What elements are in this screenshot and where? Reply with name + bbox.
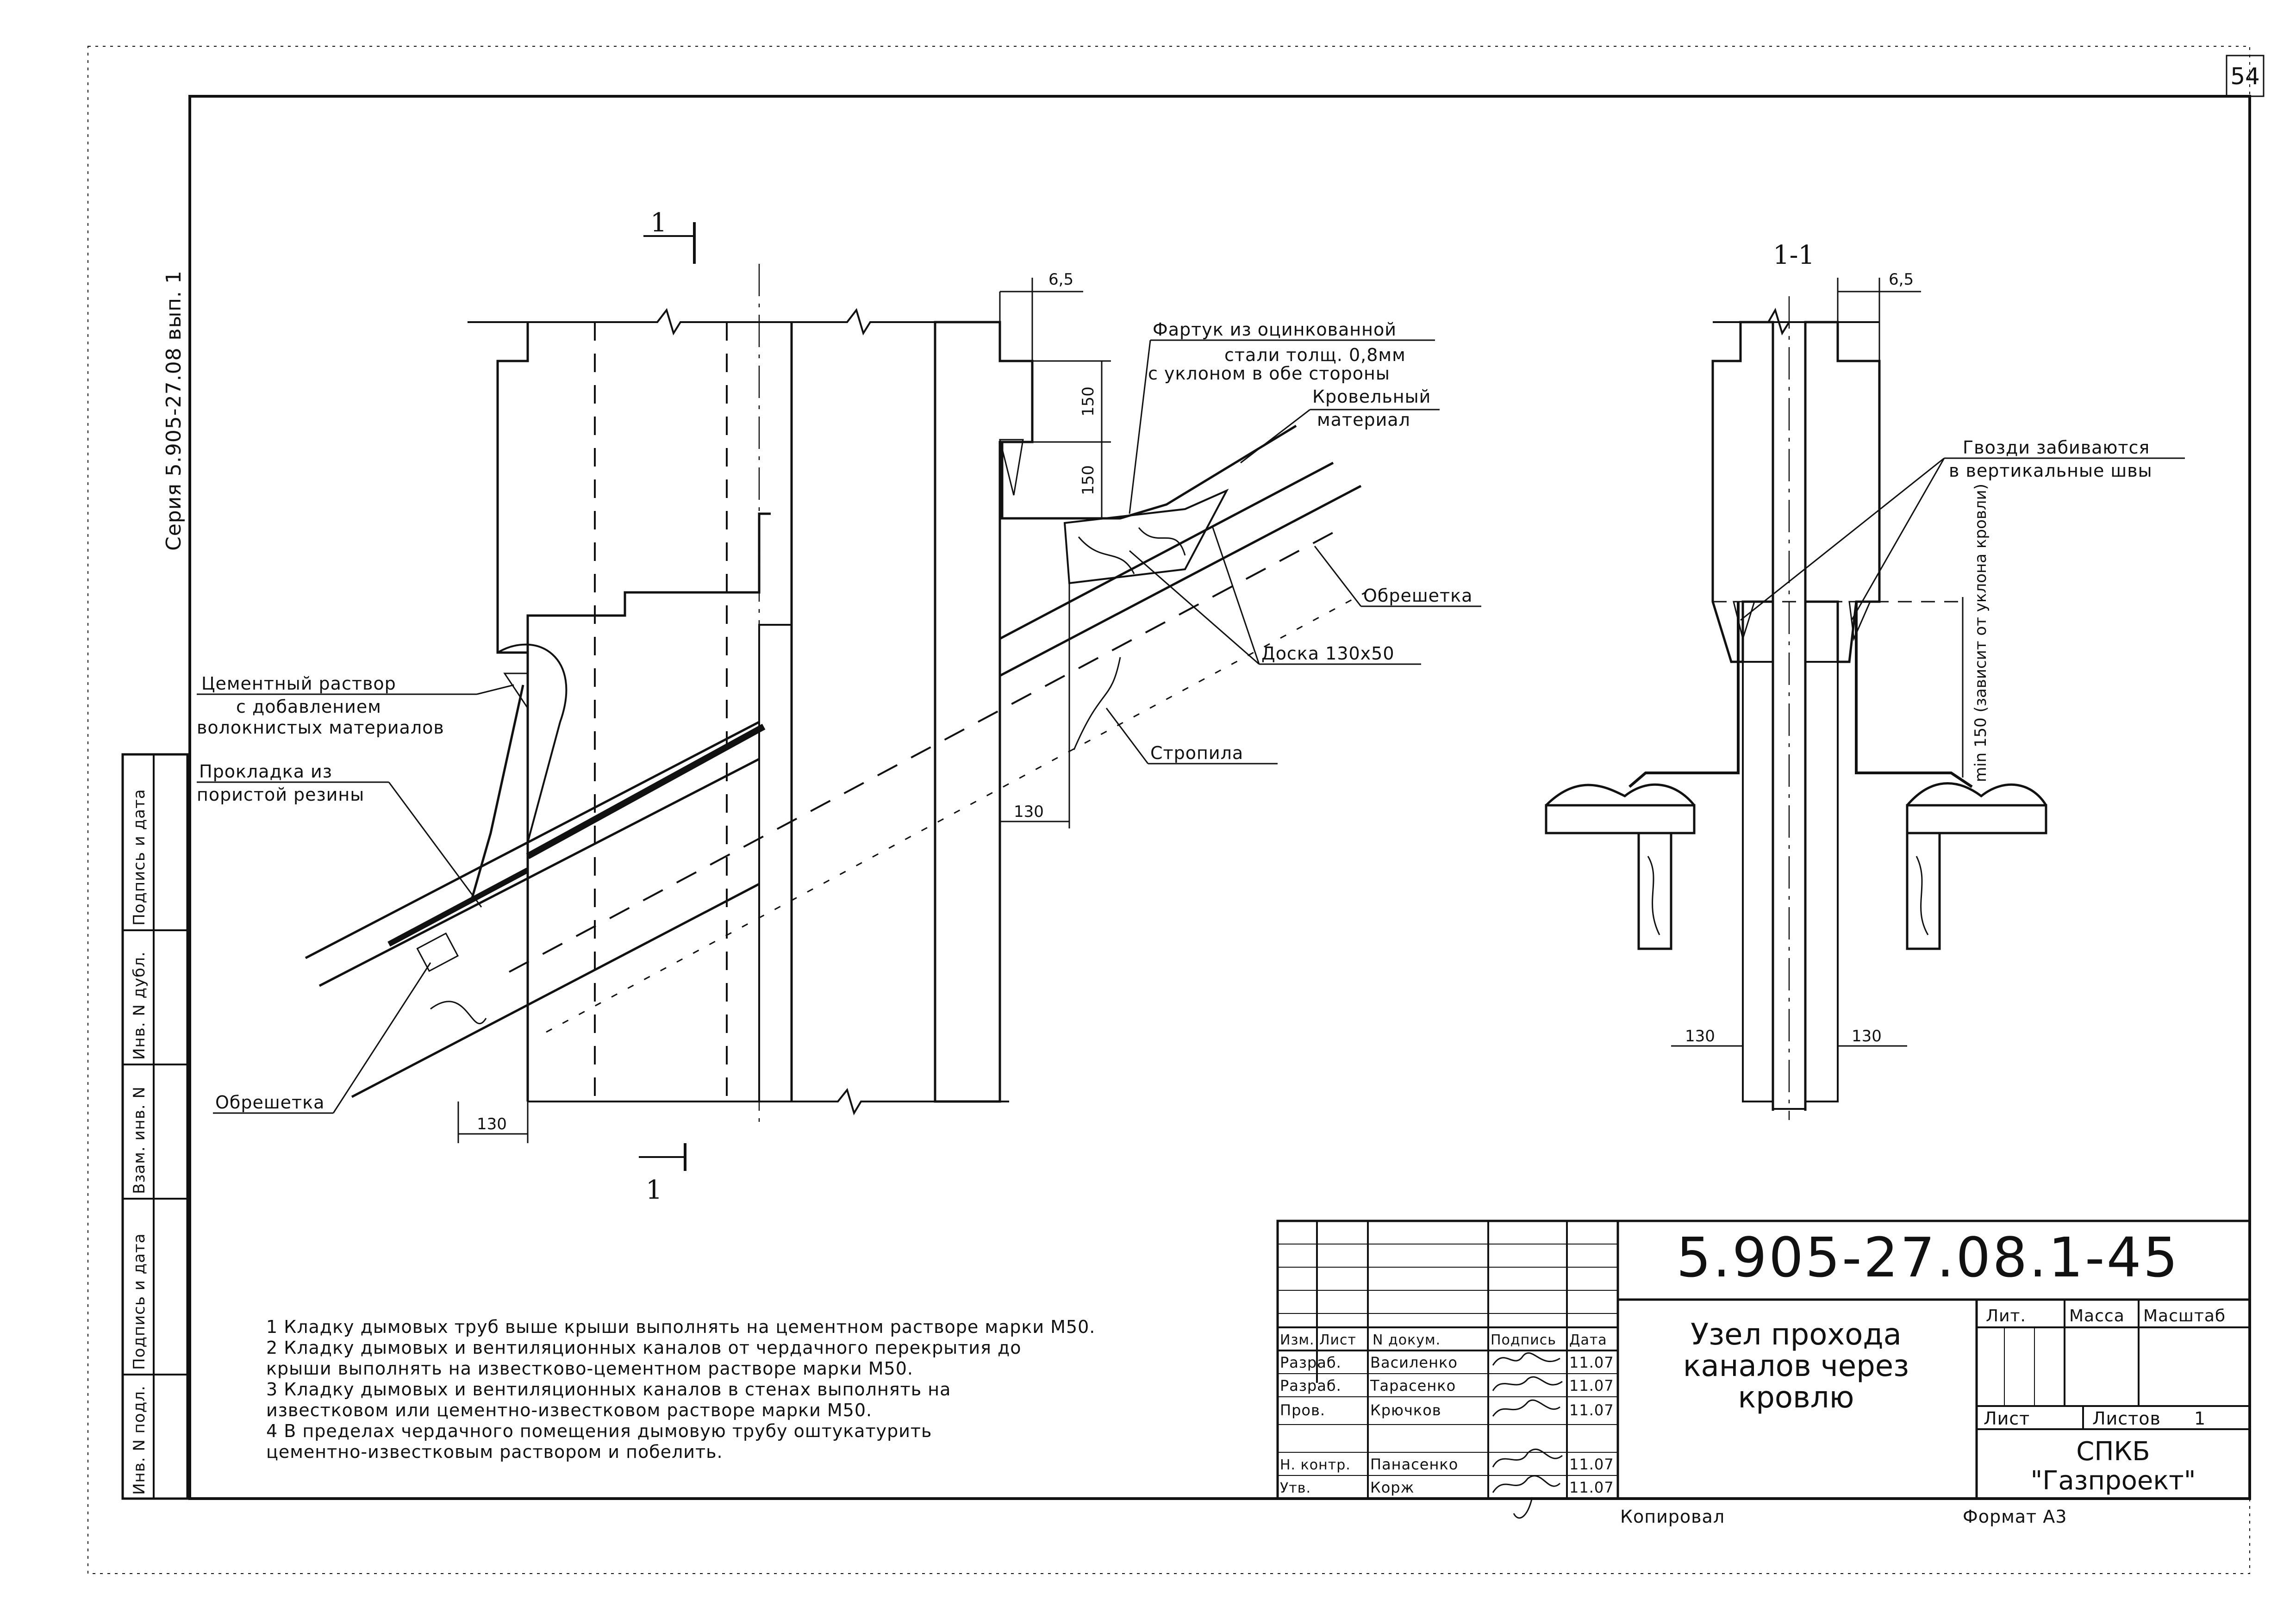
callout-gasket-2: пористой резины xyxy=(197,784,364,805)
section-marker-top: 1 xyxy=(650,208,667,238)
dim-min-height: min 150 (зависит от уклона кровли) xyxy=(1972,484,1990,782)
side-stamp: Подпись и дата Инв. N дубл. Взам. инв. N… xyxy=(121,753,189,1500)
tb-title-line3: кровлю xyxy=(1738,1381,1854,1415)
section-view-1-1: 1-1 6,5 min 150 (завис xyxy=(1545,240,2185,1120)
callout-nails-2: в вертикальные швы xyxy=(1949,461,2152,481)
callout-mortar-1: Цементный раствор xyxy=(201,673,396,694)
tb-row5-name: Корж xyxy=(1370,1479,1414,1496)
dim-offset-right: 130 xyxy=(1014,803,1044,821)
tb-scale-label: Масштаб xyxy=(2143,1307,2226,1326)
tb-header-date: Дата xyxy=(1569,1332,1607,1348)
dim-gap-right: 6,5 xyxy=(1889,270,1914,289)
tb-row3-role: Пров. xyxy=(1280,1401,1325,1419)
tb-row4-date: 11.07 xyxy=(1569,1456,1614,1473)
tb-header-change: Изм. xyxy=(1280,1332,1315,1348)
stamp-replace-inv: Взам. инв. N xyxy=(130,1086,149,1194)
tb-row2-name: Тарасенко xyxy=(1370,1377,1456,1394)
callout-roofing-1: Кровельный xyxy=(1312,386,1431,407)
tb-row4-role: Н. контр. xyxy=(1280,1457,1351,1473)
tb-row1-name: Василенко xyxy=(1370,1354,1458,1371)
section-view-title: 1-1 xyxy=(1773,240,1815,270)
drawing-frame xyxy=(188,95,2251,1500)
notes-block: 1 Кладку дымовых труб выше крыши выполня… xyxy=(266,1317,1095,1462)
note-line-1: 1 Кладку дымовых труб выше крыши выполня… xyxy=(266,1317,1095,1337)
tb-header-signature: Подпись xyxy=(1491,1332,1556,1348)
format-label: Формат А3 xyxy=(1963,1506,2067,1527)
tb-row3-date: 11.07 xyxy=(1569,1401,1614,1419)
tb-header-doc: N докум. xyxy=(1373,1332,1441,1348)
callout-mortar-3: волокнистых материалов xyxy=(197,717,444,738)
main-section-view: 1 1 6,5 150 150 130 130 Фартук из оцинко… xyxy=(197,208,1481,1205)
dim-lower: 150 xyxy=(1079,465,1098,495)
dim-gap-left: 6,5 xyxy=(1048,270,1073,289)
tb-row3-name: Крючков xyxy=(1370,1401,1441,1419)
stamp-signature-date-1: Подпись и дата xyxy=(130,789,149,926)
note-line-7: цементно-известковым раствором и побелит… xyxy=(266,1442,723,1462)
page-number: 54 xyxy=(2230,63,2260,90)
dim-offset-section-right: 130 xyxy=(1852,1027,1882,1045)
callout-nails-1: Гвозди забиваются xyxy=(1963,437,2150,458)
tb-header-sheet: Лист xyxy=(1319,1332,1356,1348)
tb-lit-label: Лит. xyxy=(1986,1307,2026,1326)
tb-row1-role: Разраб. xyxy=(1280,1354,1341,1371)
note-line-2: 2 Кладку дымовых и вентиляционных канало… xyxy=(266,1338,1022,1358)
dim-offset-section-left: 130 xyxy=(1685,1027,1715,1045)
series-label: Серия 5.905-27.08 вып. 1 xyxy=(162,270,186,551)
section-marker-bottom: 1 xyxy=(646,1175,662,1205)
callout-apron-3: с уклоном в обе стороны xyxy=(1148,363,1390,384)
callout-battens-left: Обрешетка xyxy=(215,1092,324,1113)
tb-mass-label: Масса xyxy=(2069,1307,2125,1326)
dim-upper: 150 xyxy=(1079,386,1098,417)
tb-row4-name: Панасенко xyxy=(1370,1456,1458,1473)
tb-row5-role: Утв. xyxy=(1280,1480,1311,1496)
tb-row1-date: 11.07 xyxy=(1569,1354,1614,1371)
tb-org-line1: СПКБ xyxy=(2076,1437,2150,1467)
note-line-4: 3 Кладку дымовых и вентиляционных канало… xyxy=(266,1379,951,1400)
tb-row2-date: 11.07 xyxy=(1569,1377,1614,1394)
callout-board: Доска 130х50 xyxy=(1261,643,1395,664)
tb-sheet-label: Лист xyxy=(1984,1408,2030,1429)
callout-apron-1: Фартук из оцинкованной xyxy=(1153,319,1397,340)
stamp-signature-date-2: Подпись и дата xyxy=(130,1233,149,1370)
dim-offset-left: 130 xyxy=(477,1115,507,1133)
note-line-5: известковом или цементно-известковом рас… xyxy=(266,1400,872,1420)
signatures xyxy=(1492,1352,1563,1519)
stamp-dup-inv: Инв. N дубл. xyxy=(130,951,149,1060)
page-number-box xyxy=(2226,55,2265,97)
callout-rafters: Стропила xyxy=(1150,743,1243,763)
callout-gasket-1: Прокладка из xyxy=(199,761,332,782)
copied-label: Копировал xyxy=(1620,1506,1725,1527)
note-line-6: 4 В пределах чердачного помещения дымову… xyxy=(266,1421,932,1441)
note-line-3: крыши выполнять на известково-цементном … xyxy=(266,1358,913,1379)
title-block: Изм. Лист N докум. Подпись Дата Разраб. … xyxy=(1276,1220,2251,1527)
callout-battens: Обрешетка xyxy=(1363,585,1472,606)
tb-title-line1: Узел прохода xyxy=(1691,1318,1902,1352)
tb-row5-date: 11.07 xyxy=(1569,1479,1614,1496)
callout-mortar-2: с добавлением xyxy=(236,697,381,717)
tb-sheets-label: Листов xyxy=(2092,1408,2161,1429)
tb-row2-role: Разраб. xyxy=(1280,1377,1341,1394)
tb-title-line2: каналов через xyxy=(1683,1349,1909,1383)
tb-sheets-count: 1 xyxy=(2194,1408,2206,1429)
document-code: 5.905-27.08.1-45 xyxy=(1676,1226,2180,1289)
stamp-orig-inv: Инв. N подл. xyxy=(130,1385,149,1495)
callout-roofing-2: материал xyxy=(1317,410,1410,430)
tb-org-line2: "Газпроект" xyxy=(2030,1466,2196,1496)
callout-apron-2: стали толщ. 0,8мм xyxy=(1224,345,1406,365)
